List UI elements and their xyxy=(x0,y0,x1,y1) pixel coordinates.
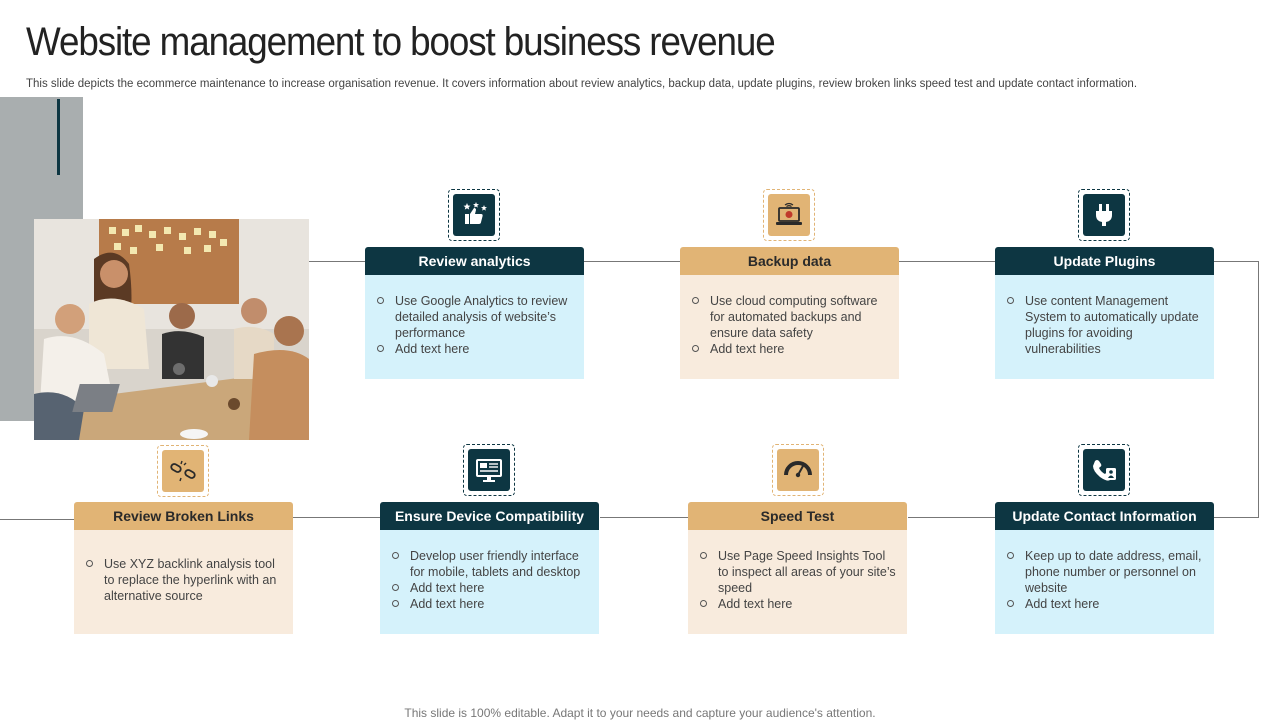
card-body: Use Google Analytics to review detailed … xyxy=(365,275,584,379)
laptop-backup-icon xyxy=(776,202,802,225)
list-item: Develop user friendly interface for mobi… xyxy=(392,548,591,580)
card-title: Update Plugins xyxy=(995,247,1214,275)
device-compatibility-icon-frame xyxy=(463,444,515,496)
list-item: Use cloud computing software for automat… xyxy=(692,293,891,341)
list-item: Use content Management System to automat… xyxy=(1007,293,1206,357)
slide-footer: This slide is 100% editable. Adapt it to… xyxy=(404,706,876,720)
card-title: Review analytics xyxy=(365,247,584,275)
list-item: Add text here xyxy=(377,341,576,357)
card-title: Backup data xyxy=(680,247,899,275)
connector-bottom-3-4 xyxy=(908,517,995,518)
list-item: Use Google Analytics to review detailed … xyxy=(377,293,576,341)
list-item: Use Page Speed Insights Tool to inspect … xyxy=(700,548,899,596)
list-item: Add text here xyxy=(1007,596,1206,612)
card-body: Use Page Speed Insights Tool to inspect … xyxy=(688,530,907,634)
list-item: Use XYZ backlink analysis tool to replac… xyxy=(86,556,285,604)
card-review-broken-links: Review Broken Links Use XYZ backlink ana… xyxy=(74,502,293,634)
connector-top-left xyxy=(309,261,365,262)
card-update-contact-information: Update Contact Information Keep up to da… xyxy=(995,502,1214,634)
card-speed-test: Speed Test Use Page Speed Insights Tool … xyxy=(688,502,907,634)
review-analytics-icon-frame xyxy=(448,189,500,241)
broken-link-icon xyxy=(170,460,196,482)
connector-top-2-3 xyxy=(899,261,995,262)
list-item: Keep up to date address, email, phone nu… xyxy=(1007,548,1206,596)
list-item: Add text here xyxy=(692,341,891,357)
team-meeting-photo xyxy=(34,219,309,440)
card-body: Use content Management System to automat… xyxy=(995,275,1214,379)
slide-title: Website management to boost business rev… xyxy=(26,20,776,64)
monitor-icon xyxy=(476,459,502,482)
speed-test-icon-frame xyxy=(772,444,824,496)
connector-bottom-2-3 xyxy=(600,517,688,518)
card-body: Develop user friendly interface for mobi… xyxy=(380,530,599,634)
decorative-accent-line xyxy=(57,99,60,175)
card-ensure-device-compatibility: Ensure Device Compatibility Develop user… xyxy=(380,502,599,634)
backup-data-icon-frame xyxy=(763,189,815,241)
list-item: Add text here xyxy=(392,580,591,596)
connector-right-vertical xyxy=(1258,261,1259,518)
phone-contact-icon xyxy=(1093,460,1116,481)
card-body: Use XYZ backlink analysis tool to replac… xyxy=(74,530,293,634)
review-broken-links-icon-frame xyxy=(157,445,209,497)
card-title: Review Broken Links xyxy=(74,502,293,530)
card-title: Ensure Device Compatibility xyxy=(380,502,599,530)
connector-top-1-2 xyxy=(584,261,680,262)
list-item: Add text here xyxy=(700,596,899,612)
speedometer-icon xyxy=(784,461,812,478)
card-update-plugins: Update Plugins Use content Management Sy… xyxy=(995,247,1214,379)
card-review-analytics: Review analytics Use Google Analytics to… xyxy=(365,247,584,379)
connector-top-right xyxy=(1214,261,1259,262)
slide-subtitle: This slide depicts the ecommerce mainten… xyxy=(26,78,1138,90)
card-body: Keep up to date address, email, phone nu… xyxy=(995,530,1214,634)
update-contact-icon-frame xyxy=(1078,444,1130,496)
card-title: Update Contact Information xyxy=(995,502,1214,530)
update-plugins-icon-frame xyxy=(1078,189,1130,241)
card-body: Use cloud computing software for automat… xyxy=(680,275,899,379)
card-backup-data: Backup data Use cloud computing software… xyxy=(680,247,899,379)
thumbs-up-stars-icon xyxy=(463,202,487,224)
connector-bottom-right xyxy=(1214,517,1259,518)
plug-icon xyxy=(1096,204,1112,226)
connector-bottom-left xyxy=(0,519,74,520)
list-item: Add text here xyxy=(392,596,591,612)
connector-bottom-1-2 xyxy=(293,517,380,518)
card-title: Speed Test xyxy=(688,502,907,530)
